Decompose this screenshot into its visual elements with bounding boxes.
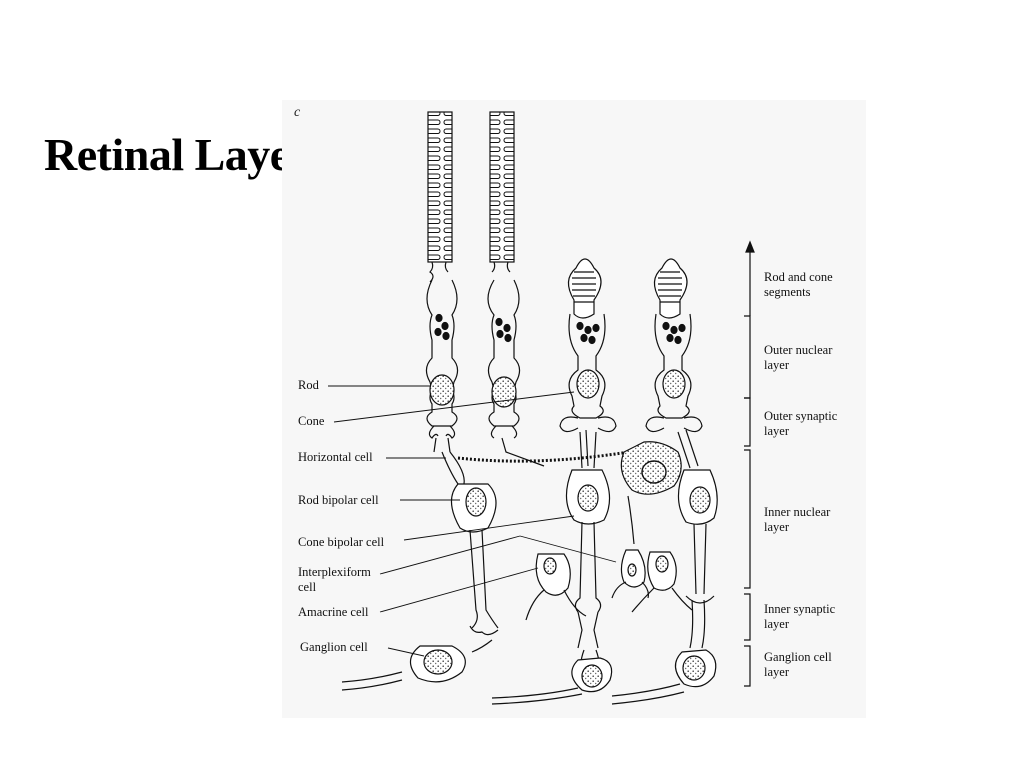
retina-drawing — [328, 111, 755, 705]
cone-bipolar-cell-right — [677, 429, 718, 604]
label-amacrine-cell: Amacrine cell — [298, 605, 369, 619]
cone-1 — [559, 258, 617, 433]
label-rod-cone-segments: Rod and cone segments — [764, 270, 833, 299]
interplexiform-cell — [611, 495, 649, 599]
label-cone-bipolar-cell: Cone bipolar cell — [298, 535, 385, 549]
cone-2 — [645, 258, 703, 433]
label-ganglion-cell-layer: Ganglion cell layer — [764, 650, 832, 679]
amacrine-cell-1 — [525, 553, 587, 621]
panel-letter: c — [294, 105, 301, 120]
label-horizontal-cell: Horizontal cell — [298, 450, 373, 464]
ganglion-cell-2 — [491, 649, 613, 705]
rod-2 — [487, 111, 545, 467]
cone-bipolar-cell — [565, 429, 611, 649]
amacrine-cell-2 — [631, 551, 693, 613]
label-interplexiform-cell: Interplexiform cell — [298, 565, 371, 594]
label-cone: Cone — [298, 414, 325, 428]
rod-bipolar-cell — [441, 451, 499, 636]
label-outer-nuclear-layer: Outer nuclear layer — [764, 343, 833, 372]
label-inner-synaptic-layer: Inner synaptic layer — [764, 602, 836, 631]
label-ganglion-cell: Ganglion cell — [300, 640, 368, 654]
layer-brackets — [744, 240, 755, 687]
rod-1 — [425, 111, 459, 453]
label-outer-synaptic-layer: Outer synaptic layer — [764, 409, 838, 438]
label-rod: Rod — [298, 378, 319, 392]
retina-diagram: c Rod Cone Horizontal cell Rod bipolar c… — [282, 100, 866, 718]
horizontal-cell — [457, 441, 682, 495]
ganglion-cell-1 — [341, 639, 493, 691]
label-rod-bipolar-cell: Rod bipolar cell — [298, 493, 379, 507]
ganglion-cell-3 — [611, 599, 717, 705]
label-inner-nuclear-layer: Inner nuclear layer — [764, 505, 831, 534]
leader-lines — [328, 385, 617, 657]
